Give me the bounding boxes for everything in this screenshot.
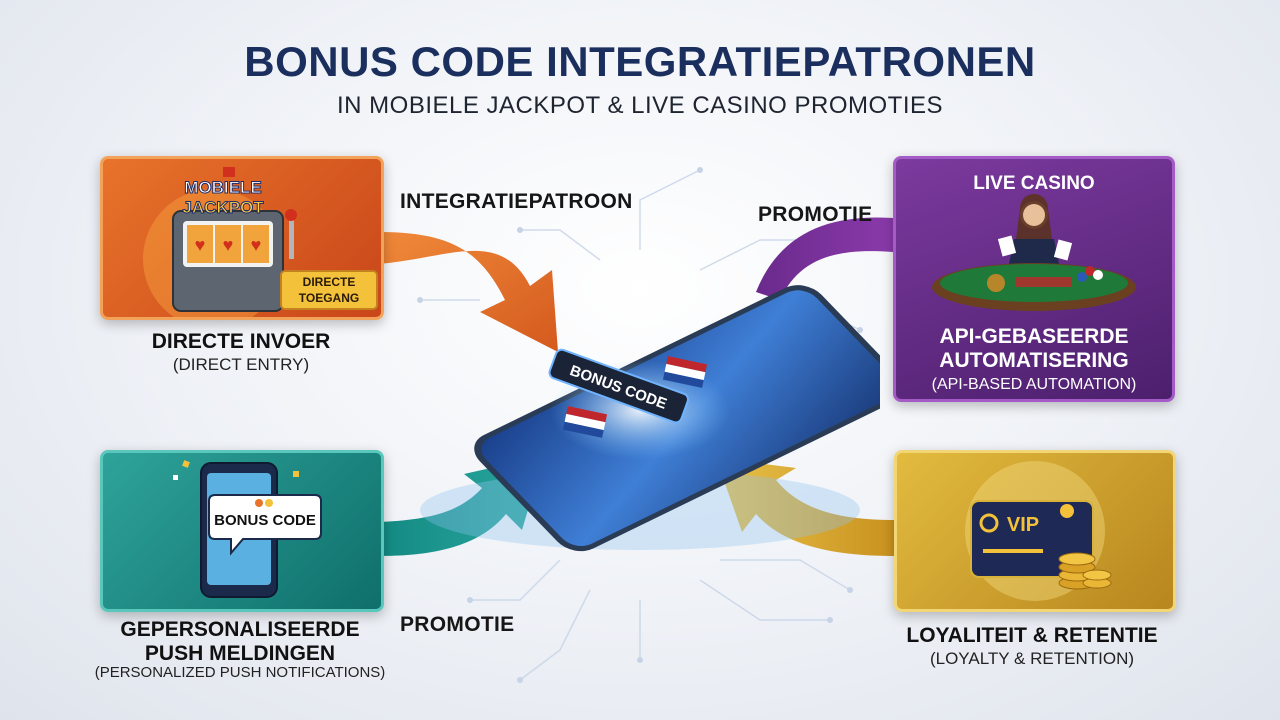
dutch-flag-icon <box>562 406 608 438</box>
card-mobile-jackpot: ♥ ♥ ♥ MOBIELE JACKPOT DIRECTE TOEGANG <box>100 156 384 320</box>
direct-access-badge: DIRECTE TOEGANG <box>280 270 378 310</box>
card-vip-loyalty: VIP <box>894 450 1176 612</box>
dutch-flag-icon <box>662 356 708 388</box>
live-casino-sign: LIVE CASINO <box>973 173 1094 194</box>
card-push-notifications: BONUS CODE <box>100 450 384 612</box>
roulette-table-icon <box>932 263 1136 311</box>
badge-line2: TOEGANG <box>299 291 359 305</box>
vip-card-text: VIP <box>1007 514 1039 536</box>
dealer-icon <box>997 194 1073 269</box>
push-title-line2: PUSH MELDINGEN <box>144 642 336 665</box>
push-bubble-text: BONUS CODE <box>214 512 316 529</box>
arrow-label-top-right: PROMOTIE <box>758 203 873 226</box>
jackpot-sign-line1: MOBIELE <box>184 178 261 197</box>
arrow-label-bottom-left: PROMOTIE <box>400 613 515 636</box>
svg-text:♥: ♥ <box>195 235 206 255</box>
arrow-label-top-left: INTEGRATIEPATROON <box>400 190 633 213</box>
bonus-code-bubble: BONUS CODE <box>208 494 322 556</box>
vip-title: LOYALITEIT & RETENTIE <box>906 624 1158 647</box>
push-title-line1: GEPERSONALISEERDE <box>120 618 360 641</box>
badge-line1: DIRECTE <box>303 275 356 289</box>
push-subtitle: (PERSONALIZED PUSH NOTIFICATIONS) <box>94 664 386 681</box>
live-title-line2: AUTOMATISERING <box>939 349 1128 372</box>
arrow-gold <box>716 458 894 556</box>
page-subtitle: IN MOBIELE JACKPOT & LIVE CASINO PROMOTI… <box>336 92 944 119</box>
jackpot-title: DIRECTE INVOER <box>151 330 331 353</box>
vip-subtitle: (LOYALTY & RETENTION) <box>929 649 1135 668</box>
arrow-purple <box>756 217 893 300</box>
jackpot-sign-line2: JACKPOT <box>182 198 264 217</box>
page-title: BONUS CODE INTEGRATIEPATRONEN <box>244 38 1036 85</box>
jackpot-subtitle: (DIRECT ENTRY) <box>172 355 310 374</box>
arrow-orange <box>378 232 558 352</box>
live-subtitle: (API-BASED AUTOMATION) <box>932 376 1137 393</box>
svg-text:♥: ♥ <box>251 235 262 255</box>
slot-machine-icon: ♥ ♥ ♥ <box>172 167 297 312</box>
push-title: GEPERSONALISEERDE PUSH MELDINGEN <box>90 618 390 666</box>
live-title-line1: API-GEBASEERDE <box>939 325 1128 348</box>
svg-text:♥: ♥ <box>223 235 234 255</box>
coins-icon <box>1058 552 1112 590</box>
smartphone: BONUS CODE <box>420 285 880 552</box>
card-live-casino: LIVE CASINO API-GEBASEERDE AUTOMATISERIN… <box>893 156 1175 402</box>
